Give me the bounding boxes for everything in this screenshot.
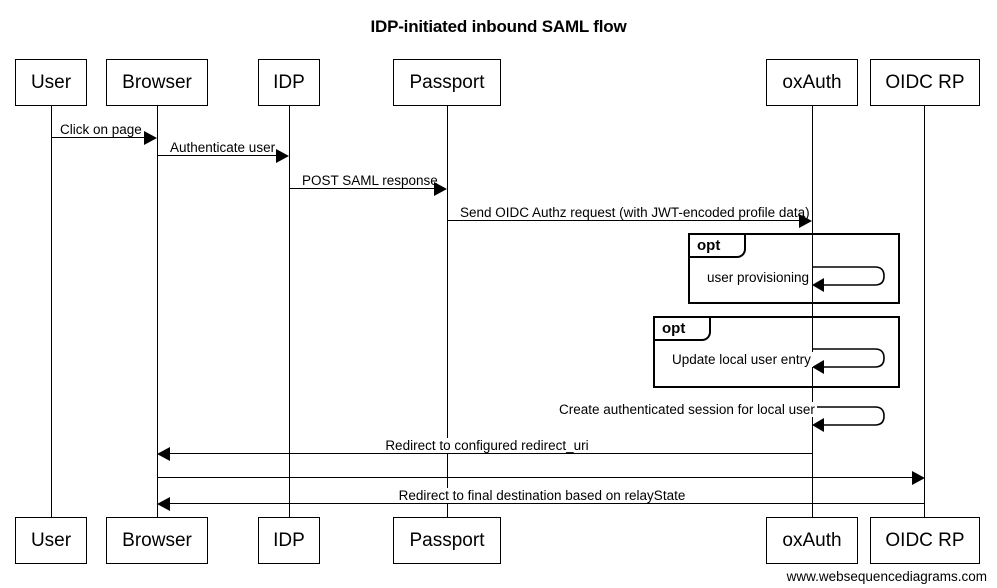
arrow-head-right-icon — [799, 214, 812, 228]
participant-label: Browser — [122, 529, 192, 551]
participant-browser-bottom[interactable]: Browser — [106, 517, 208, 564]
lifeline-idp — [288, 106, 290, 517]
lifeline-browser — [156, 106, 158, 517]
participant-label: OIDC RP — [885, 71, 965, 93]
fragment-operator: opt — [662, 320, 686, 337]
participant-label: oxAuth — [782, 529, 842, 551]
lifeline-user — [50, 106, 52, 517]
message-label-10: Redirect to final destination based on r… — [340, 488, 744, 503]
lifeline-oxauth — [811, 106, 813, 517]
participant-label: IDP — [273, 71, 305, 93]
arrow-head-left-icon — [157, 447, 170, 461]
self-message-loop-2 — [812, 346, 892, 378]
message-label-7: Create authenticated session for local u… — [557, 402, 817, 417]
arrow-head-left-icon — [157, 497, 170, 511]
participant-label: Browser — [122, 71, 192, 93]
message-label-4: Send OIDC Authz request (with JWT-encode… — [458, 205, 812, 220]
lifeline-oidcrp — [923, 106, 925, 517]
fragment-opt-2 — [653, 316, 900, 388]
message-label-2: Authenticate user — [168, 140, 278, 155]
participant-browser-top[interactable]: Browser — [106, 59, 208, 106]
footer-credit: www.websequencediagrams.com — [786, 569, 987, 584]
participant-oxauth-bottom[interactable]: oxAuth — [766, 517, 858, 564]
lifeline-passport — [446, 106, 448, 517]
message-line-4 — [447, 220, 799, 222]
participant-label: IDP — [273, 529, 305, 551]
participant-label: Passport — [409, 529, 485, 551]
page-title: IDP-initiated inbound SAML flow — [370, 17, 627, 36]
participant-passport-bottom[interactable]: Passport — [393, 517, 501, 564]
arrow-head-right-icon — [434, 182, 447, 196]
participant-label: User — [30, 71, 72, 93]
participant-label: oxAuth — [782, 71, 842, 93]
participant-label: Passport — [409, 71, 485, 93]
message-line-8 — [169, 453, 813, 455]
fragment-opt-1 — [688, 233, 900, 304]
message-label-3: POST SAML response — [300, 173, 440, 188]
message-line-10 — [169, 503, 924, 505]
arrow-head-right-icon — [912, 471, 925, 485]
participant-oidcrp-bottom[interactable]: OIDC RP — [870, 517, 980, 564]
message-label-1: Click on page — [58, 122, 144, 137]
arrow-head-right-icon — [276, 149, 289, 163]
message-line-2 — [157, 155, 276, 157]
participant-user-top[interactable]: User — [15, 59, 87, 106]
participant-label: OIDC RP — [885, 529, 965, 551]
fragment-operator: opt — [697, 237, 721, 254]
fragment-opt-2-label: opt — [655, 318, 711, 341]
self-message-loop-3 — [812, 404, 892, 436]
participant-user-bottom[interactable]: User — [15, 517, 87, 564]
participant-idp-bottom[interactable]: IDP — [258, 517, 320, 564]
message-label-5: user provisioning — [705, 270, 812, 285]
participant-passport-top[interactable]: Passport — [393, 59, 501, 106]
message-line-1 — [51, 137, 144, 139]
message-line-3 — [289, 188, 434, 190]
self-message-loop-1 — [812, 264, 892, 296]
message-label-8: Redirect to configured redirect_uri — [335, 438, 639, 453]
participant-oidcrp-top[interactable]: OIDC RP — [870, 59, 980, 106]
fragment-opt-1-label: opt — [690, 235, 746, 258]
participant-oxauth-top[interactable]: oxAuth — [766, 59, 858, 106]
arrow-head-right-icon — [144, 131, 157, 145]
message-line-9 — [157, 477, 912, 479]
participant-idp-top[interactable]: IDP — [258, 59, 320, 106]
message-label-6: Update local user entry — [670, 352, 813, 367]
participant-label: User — [30, 529, 72, 551]
